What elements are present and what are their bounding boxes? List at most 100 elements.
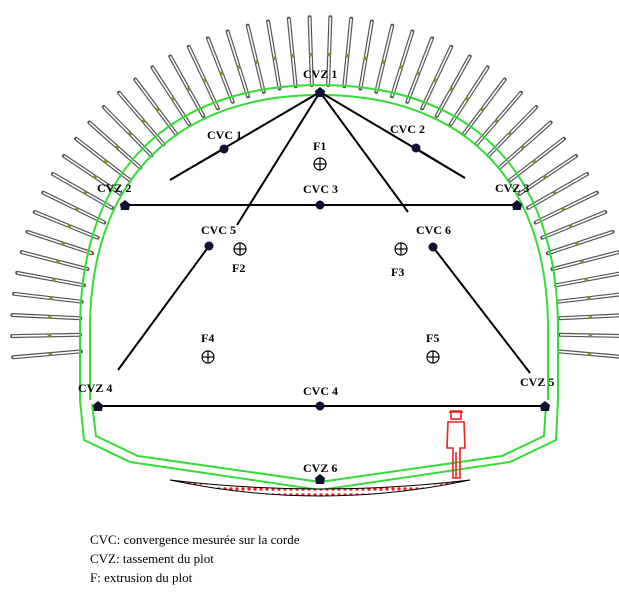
person-figure <box>446 410 466 479</box>
label-cvc5: CVC 5 <box>201 223 236 237</box>
rock-bolt-core <box>463 79 506 135</box>
label-cvz6: CVZ 6 <box>303 461 337 475</box>
marker-f2 <box>233 242 247 256</box>
rock-bolt-anchor <box>345 54 350 58</box>
rock-bolt-anchor <box>56 259 60 264</box>
extrusion-markers <box>201 157 440 364</box>
rock-bolt-anchor <box>186 87 191 91</box>
marker-cvc6 <box>428 242 438 252</box>
rock-bolt-core <box>559 334 619 337</box>
marker-f5 <box>426 350 440 364</box>
label-cvc2: CVC 2 <box>390 122 425 136</box>
marker-cvc2 <box>411 143 421 153</box>
chord-cvc1 <box>169 148 225 181</box>
rock-bolt-core <box>226 31 249 97</box>
rock-bolt-anchor <box>75 207 79 211</box>
rock-bolt-core <box>13 350 81 359</box>
marker-cvc1 <box>219 144 229 154</box>
chord-cvz1-cvz3 <box>319 91 409 213</box>
rock-bolt-core <box>499 121 552 169</box>
rock-bolt-core <box>267 21 281 89</box>
rock-bolt-anchor <box>568 224 573 228</box>
label-f4: F4 <box>201 331 214 345</box>
rock-bolt-anchor <box>494 119 499 123</box>
rock-bolt-core <box>421 46 452 109</box>
rock-bolt-core <box>449 66 489 125</box>
rock-bolt-anchor <box>465 97 470 101</box>
rock-bolt-core <box>547 231 613 254</box>
legend-f: F: extrusion du plot <box>90 570 193 585</box>
rock-bolt-core <box>559 314 619 319</box>
rock-bolt-core <box>52 173 113 209</box>
rock-bolt-core <box>391 31 414 97</box>
rock-bolt-core <box>21 251 88 270</box>
chord-cvc5 <box>117 245 210 371</box>
rock-bolt-anchor <box>584 277 588 282</box>
marker-cvz5 <box>540 401 550 411</box>
rock-bolt-anchor <box>449 87 454 91</box>
label-f3: F3 <box>391 265 404 279</box>
rock-bolts <box>10 15 619 360</box>
marker-cvc4 <box>315 401 325 411</box>
rock-bolt-core <box>555 272 619 287</box>
rock-bolt-core <box>207 38 234 103</box>
rock-bolt-core <box>343 18 352 87</box>
rock-bolt-anchor <box>508 131 512 136</box>
rock-bolt-anchor <box>290 54 295 58</box>
label-cvc4: CVC 4 <box>303 384 338 398</box>
rock-bolt-anchor <box>61 241 65 246</box>
label-f5: F5 <box>426 331 439 345</box>
marker-cvz4 <box>93 401 103 411</box>
rock-bolt-anchor <box>309 52 313 57</box>
chord-cvc6 <box>432 246 531 374</box>
rock-bolt-anchor <box>588 333 593 338</box>
rock-bolt-core <box>188 46 219 109</box>
rock-bolt-anchor <box>416 71 421 76</box>
rock-bolt-anchor <box>47 315 52 319</box>
rock-bolt-anchor <box>52 277 56 282</box>
rock-bolt-core <box>42 191 105 224</box>
rock-bolt-anchor <box>237 65 241 69</box>
label-cvc1: CVC 1 <box>207 128 242 142</box>
label-cvc3: CVC 3 <box>303 182 338 196</box>
chord-cvc2 <box>415 147 466 179</box>
rock-bolt-core <box>519 155 577 195</box>
rock-bolt-core <box>436 56 471 117</box>
rock-bolt-anchor <box>532 159 536 164</box>
label-cvz1: CVZ 1 <box>303 67 337 81</box>
rock-bolt-anchor <box>561 207 565 211</box>
tunnel-face-hatch <box>169 479 471 497</box>
marker-cvz3 <box>512 200 522 210</box>
chord-cvz1-cvz2 <box>236 91 321 226</box>
rock-bolt-core <box>12 314 81 319</box>
rock-bolt-anchor <box>115 145 120 150</box>
rock-bolt-core <box>103 106 153 157</box>
rock-bolt-core <box>246 25 265 92</box>
marker-cvz1 <box>315 87 325 97</box>
rock-bolt-anchor <box>588 315 593 319</box>
marker-cvc5 <box>204 241 214 251</box>
rock-bolt-core <box>406 38 433 103</box>
rock-bolt-core <box>527 173 588 209</box>
rock-bolt-anchor <box>83 190 88 195</box>
rock-bolt-anchor <box>128 131 132 136</box>
rock-bolt-anchor <box>156 107 160 112</box>
marker-cvz6 <box>315 474 325 484</box>
rock-bolt-core <box>558 293 619 303</box>
rock-bolt-anchor <box>575 241 579 246</box>
rock-bolt-anchor <box>93 175 97 179</box>
rock-bolt-core <box>27 231 93 254</box>
rock-bolt-core <box>535 191 598 224</box>
rock-bolt-anchor <box>520 145 525 150</box>
rock-bolt-anchor <box>587 296 591 301</box>
label-cvc6: CVC 6 <box>416 223 451 237</box>
rock-bolt-anchor <box>272 56 277 61</box>
rock-bolt-anchor <box>49 296 53 301</box>
rock-bolt-core <box>14 293 82 303</box>
rock-bolt-core <box>308 17 313 86</box>
legend: CVC: convergence mesurée sur la corde CV… <box>90 530 300 587</box>
legend-cvc: CVC: convergence mesurée sur la corde <box>90 532 300 547</box>
point-markers <box>93 87 550 484</box>
legend-cvz: CVZ: tassement du plot <box>90 551 214 566</box>
rock-bolt-core <box>34 211 99 239</box>
